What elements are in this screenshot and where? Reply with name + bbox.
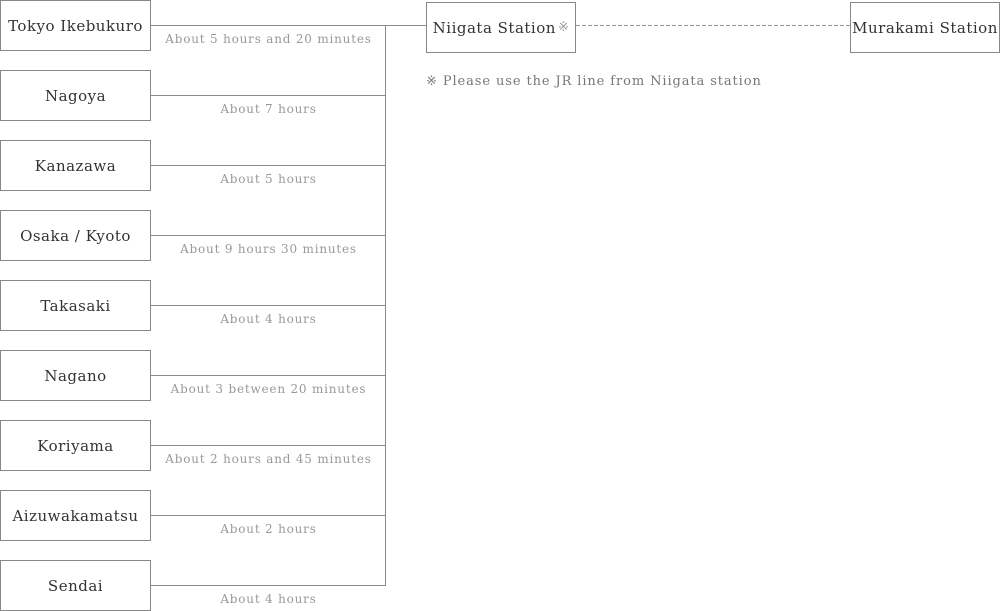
origin-takasaki: Takasaki (0, 280, 151, 331)
duration-label-koriyama: About 2 hours and 45 minutes (165, 452, 372, 466)
origin-label: Nagoya (44, 86, 107, 105)
origin-label: Kanazawa (34, 156, 117, 175)
origin-sendai: Sendai (0, 560, 151, 611)
origin-nagano: Nagano (0, 350, 151, 401)
duration-label-nagano: About 3 between 20 minutes (170, 382, 367, 396)
origin-label: Osaka / Kyoto (20, 226, 131, 245)
origin-label: Takasaki (40, 296, 111, 315)
origin-koriyama: Koriyama (0, 420, 151, 471)
origin-label: Koriyama (37, 436, 114, 455)
jr-line-note: ※ Please use the JR line from Niigata st… (426, 74, 762, 89)
destination-murakami-station: Murakami Station (850, 2, 1000, 53)
duration-label-tokyo: About 5 hours and 20 minutes (165, 32, 372, 46)
destination-label: Murakami Station (852, 18, 998, 37)
hub-niigata-station: Niigata Station※ (426, 2, 576, 53)
origin-label: Sendai (47, 576, 104, 595)
duration-label-sendai: About 4 hours (220, 592, 317, 606)
origin-label: Aizuwakamatsu (12, 506, 139, 525)
reference-mark: ※ (557, 20, 570, 35)
origin-kanazawa: Kanazawa (0, 140, 151, 191)
hub-label: Niigata Station (432, 18, 556, 37)
duration-label-kanazawa: About 5 hours (220, 172, 317, 186)
origin-osaka-kyoto: Osaka / Kyoto (0, 210, 151, 261)
duration-label-nagoya: About 7 hours (220, 102, 317, 116)
origin-aizuwakamatsu: Aizuwakamatsu (0, 490, 151, 541)
origin-label: Tokyo Ikebukuro (8, 16, 143, 35)
origin-nagoya: Nagoya (0, 70, 151, 121)
duration-label-osaka: About 9 hours 30 minutes (180, 242, 357, 256)
origin-label: Nagano (44, 366, 107, 385)
duration-label-aizu: About 2 hours (220, 522, 317, 536)
origin-tokyo-ikebukuro: Tokyo Ikebukuro (0, 0, 151, 51)
duration-label-takasaki: About 4 hours (220, 312, 317, 326)
